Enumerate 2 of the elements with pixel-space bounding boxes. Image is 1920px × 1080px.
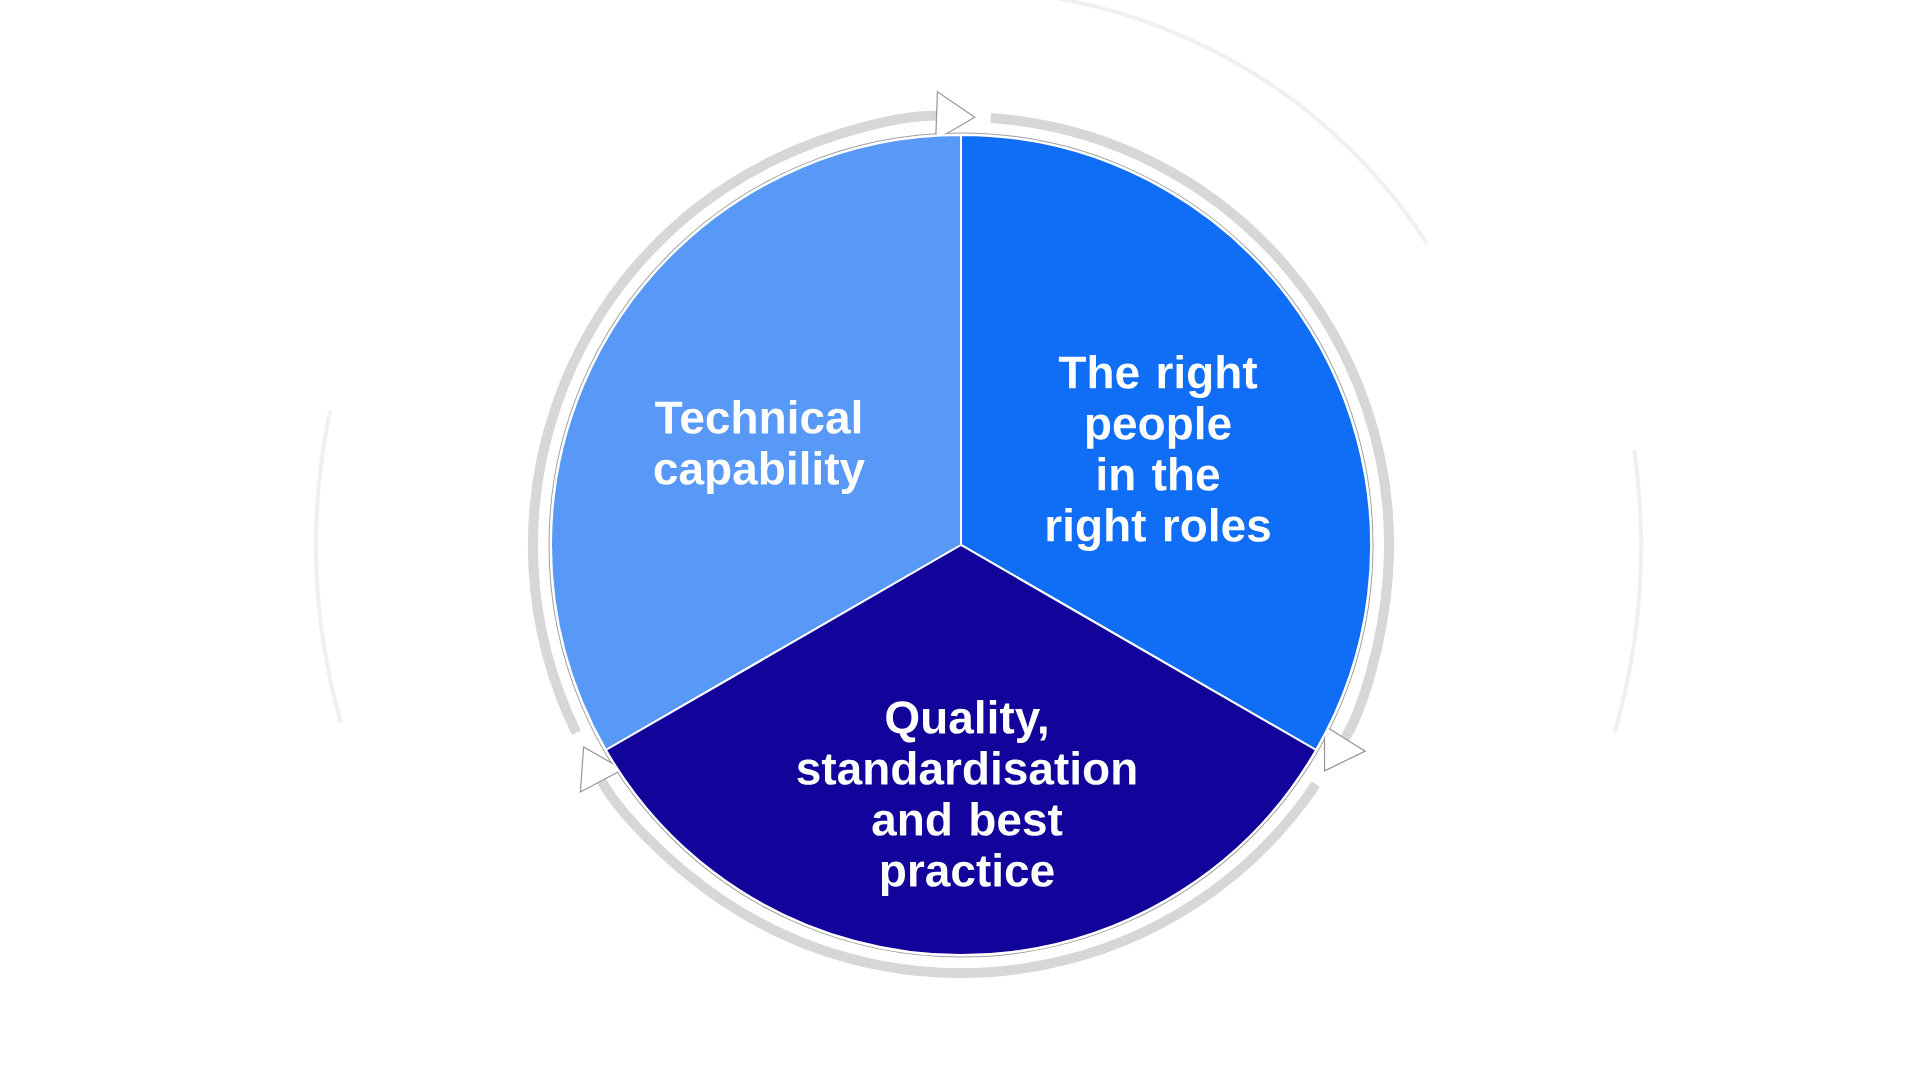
arrow — [990, 113, 1394, 772]
arrow — [528, 90, 976, 735]
